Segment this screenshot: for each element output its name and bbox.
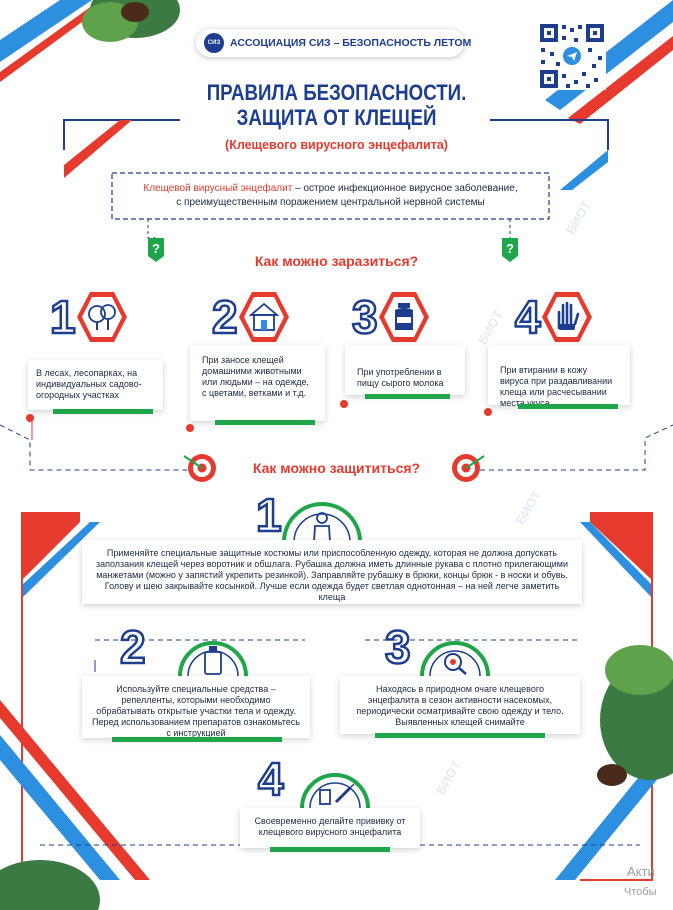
- target-icon: [452, 454, 485, 482]
- repellent-spray-icon: [178, 641, 248, 676]
- infection-heading: Как можно заразиться?: [254, 253, 419, 269]
- infection-card-3: При употреблении в пищу сырого молока: [345, 345, 465, 399]
- red-dot: [26, 414, 34, 422]
- glove-icon: [542, 292, 592, 342]
- forest-icon: [77, 292, 127, 342]
- header-pill: СИЗ АССОЦИАЦИЯ СИЗ – БЕЗОПАСНОСТЬ ЛЕТОМ: [196, 29, 471, 57]
- vaccine-icon: [300, 773, 370, 808]
- siz-logo: СИЗ: [204, 33, 224, 53]
- activation-overlay-line1: Акти: [627, 864, 655, 879]
- step-number: 1: [255, 488, 283, 543]
- step-number: 1: [49, 290, 77, 345]
- question-mark-icon: ?: [148, 238, 164, 262]
- protection-card-3: Находясь в природном очаге клещевого энц…: [340, 676, 580, 738]
- definition-text-1: – острое инфекционное вирусное заболеван…: [292, 183, 518, 194]
- qr-code[interactable]: [538, 22, 606, 90]
- step-number: 3: [351, 290, 379, 345]
- step-number: 4: [257, 752, 285, 807]
- milk-can-icon: [379, 292, 429, 342]
- step-number: 2: [211, 290, 239, 345]
- page-title-line2: ЗАЩИТА ОТ КЛЕЩЕЙ: [236, 105, 437, 130]
- step-number: 3: [384, 620, 412, 675]
- association-name: АССОЦИАЦИЯ СИЗ – БЕЗОПАСНОСТЬ ЛЕТОМ: [230, 37, 472, 49]
- protection-heading: Как можно защититься?: [252, 460, 421, 476]
- red-dot: [186, 424, 194, 432]
- house-pet-icon: [239, 292, 289, 342]
- infection-card-4: При втирании в кожу вируса при раздавлив…: [488, 345, 630, 409]
- page-subtitle: (Клещевого вирусного энцефалита): [225, 138, 448, 152]
- definition-term: Клещевой вирусный энцефалит: [143, 183, 293, 194]
- page-title-line1: ПРАВИЛА БЕЗОПАСНОСТИ.: [206, 80, 467, 105]
- infection-card-2: При заносе клещей домашними животными ил…: [190, 345, 325, 425]
- protection-card-4: Своевременно делайте прививку от клещево…: [240, 808, 420, 852]
- step-number: 4: [514, 290, 542, 345]
- target-icon: [183, 454, 216, 482]
- step-number: 2: [119, 620, 147, 675]
- activation-overlay-line2: Чтобы: [624, 886, 657, 898]
- magnifier-tick-icon: [420, 641, 490, 676]
- infection-card-1: В лесах, лесопарках, на индивидуальных с…: [28, 360, 163, 414]
- definition-text-2: с преимущественным поражением центрально…: [176, 197, 485, 208]
- protection-card-2: Используйте специальные средства – репел…: [82, 676, 310, 742]
- question-mark-icon: ?: [502, 238, 518, 262]
- protective-suit-icon: [282, 502, 362, 542]
- red-dot: [340, 400, 348, 408]
- red-dot: [484, 408, 492, 416]
- protection-card-1: Применяйте специальные защитные костюмы …: [82, 540, 582, 604]
- definition-text: Клещевой вирусный энцефалит – острое инф…: [112, 182, 549, 210]
